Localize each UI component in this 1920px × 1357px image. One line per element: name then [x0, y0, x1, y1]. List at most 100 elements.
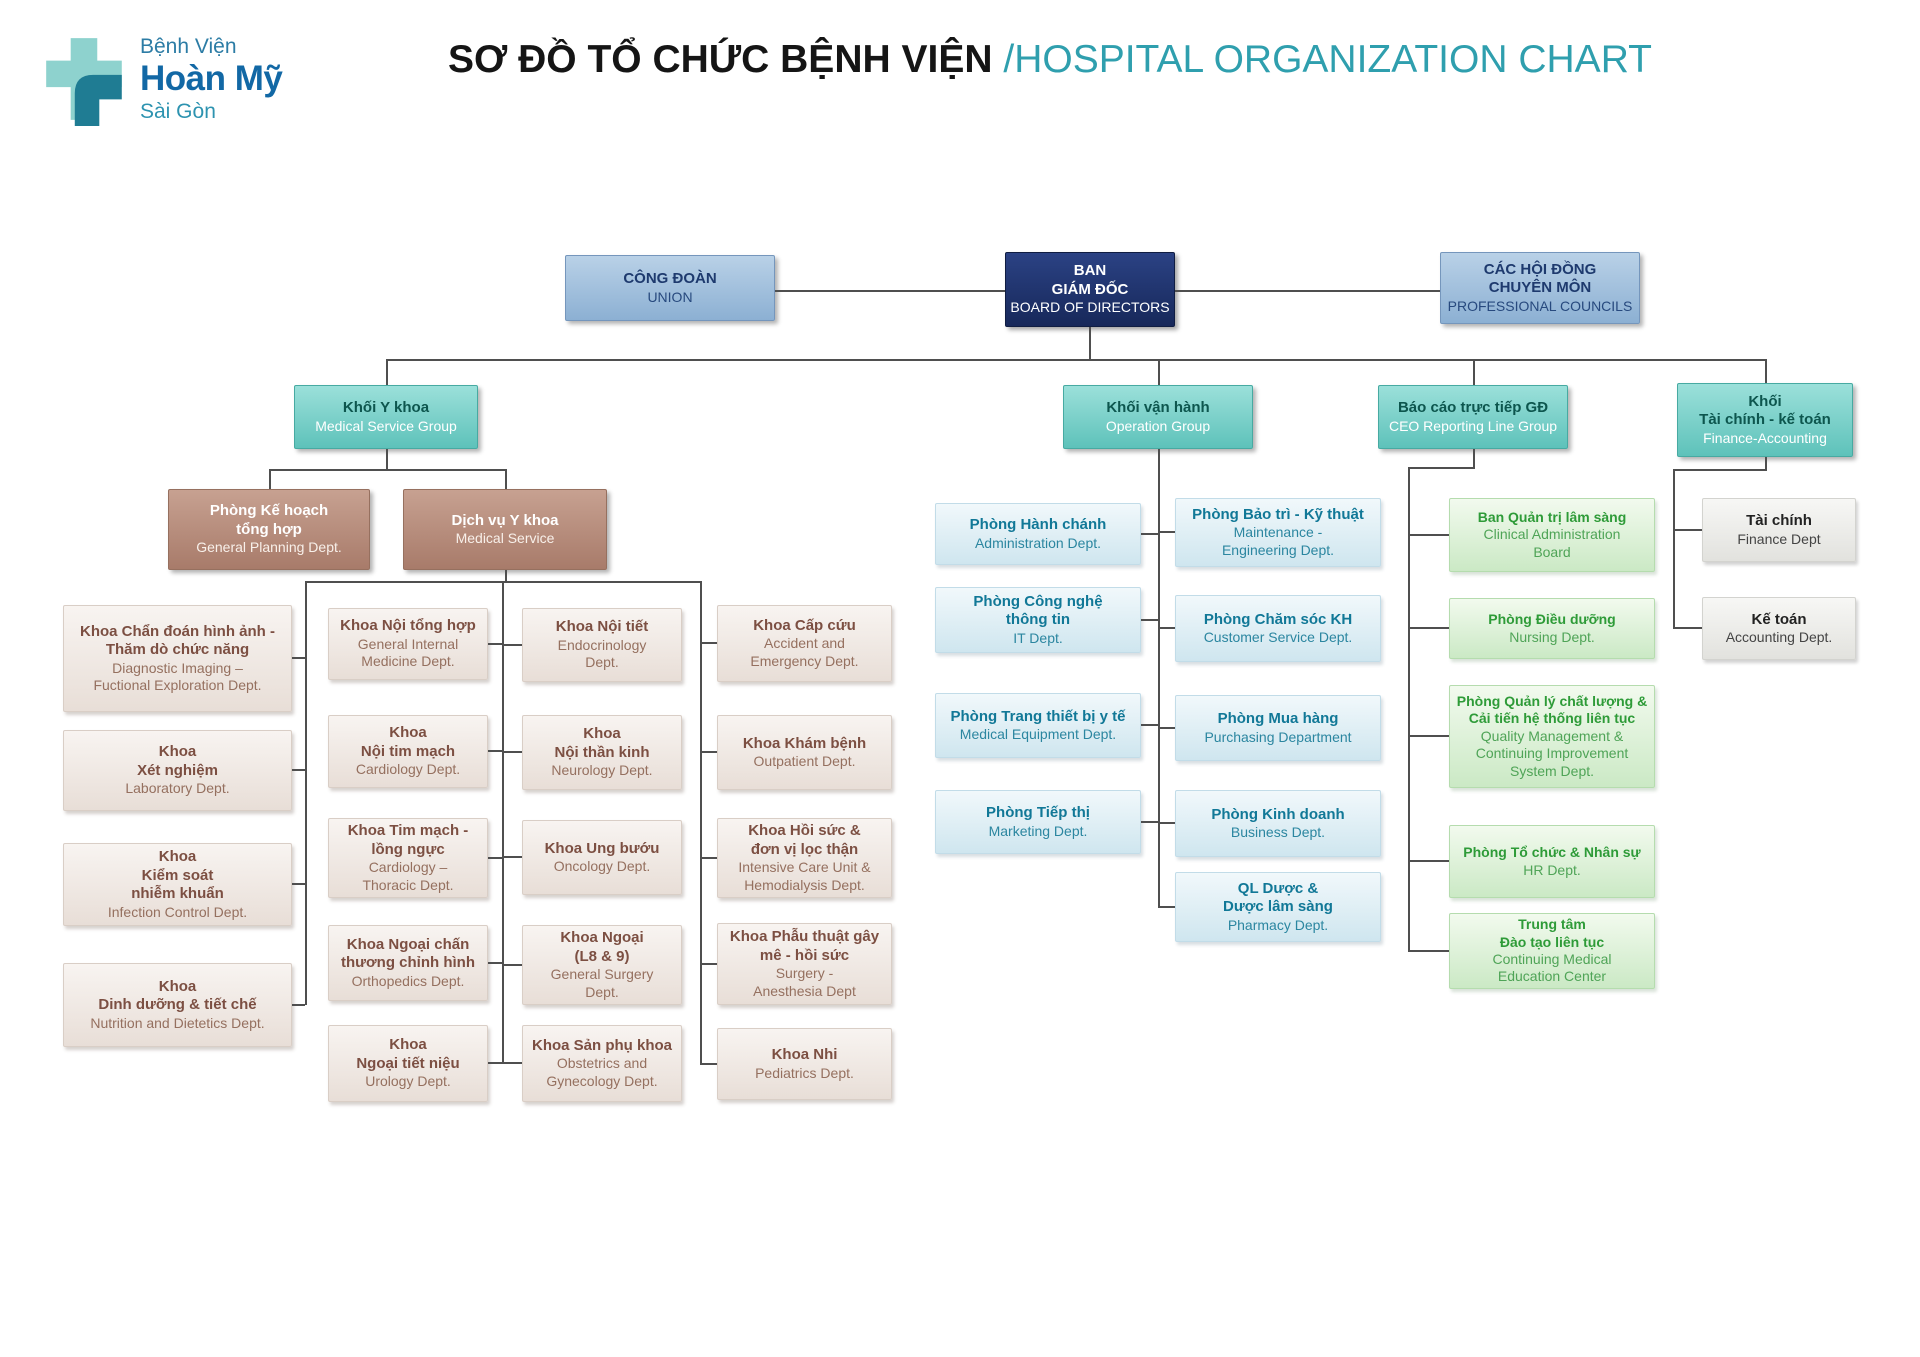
vn-label: Khoa Nội tổng hợp [340, 617, 476, 635]
connector-line [1141, 533, 1158, 535]
vn-label: Phòng Bảo trì - Kỹ thuật [1192, 505, 1364, 523]
org-box-accident-emergency: Khoa Cấp cứu Accident and Emergency Dept… [717, 605, 892, 682]
org-box-pediatrics: Khoa Nhi Pediatrics Dept. [717, 1028, 892, 1100]
org-box-icu-hemodialysis: Khoa Hồi sức & đơn vị lọc thận Intensive… [717, 818, 892, 898]
en-label: Obstetrics and Gynecology Dept. [546, 1055, 658, 1089]
en-label: Accounting Dept. [1725, 629, 1833, 646]
connector-line [1158, 627, 1175, 629]
org-box-cardiology: Khoa Nội tim mạch Cardiology Dept. [328, 715, 488, 788]
vn-label: CÔNG ĐOÀN [623, 270, 717, 288]
org-box-purchasing: Phòng Mua hàng Purchasing Department [1175, 695, 1381, 761]
vn-label: QL Dược & Dược lâm sàng [1223, 879, 1333, 916]
connector-line [488, 643, 502, 645]
org-box-infection-control: Khoa Kiểm soát nhiễm khuẩn Infection Con… [63, 843, 292, 926]
vn-label: Khoa Nhi [771, 1046, 838, 1064]
connector-line [1141, 821, 1158, 823]
org-box-board-of-directors: BAN GIÁM ĐỐC BOARD OF DIRECTORS [1005, 252, 1175, 327]
connector-line [1765, 457, 1767, 471]
en-label: Clinical Administration Board [1483, 526, 1621, 560]
en-label: Medical Service [455, 530, 555, 547]
connector-line [700, 857, 717, 859]
en-label: Laboratory Dept. [125, 780, 230, 797]
vn-label: Khoa Chẩn đoán hình ảnh - Thăm dò chức n… [80, 622, 275, 659]
en-label: Customer Service Dept. [1203, 629, 1353, 646]
org-box-pharmacy: QL Dược & Dược lâm sàng Pharmacy Dept. [1175, 872, 1381, 942]
en-label: Intensive Care Unit & Hemodialysis Dept. [738, 859, 871, 893]
en-label: Urology Dept. [365, 1073, 451, 1090]
en-label: Operation Group [1105, 417, 1211, 434]
vn-label: Phòng Kế hoạch tổng hợp [209, 502, 329, 538]
connector-line [1158, 531, 1175, 533]
vn-label: Khối Y khoa [342, 399, 430, 417]
vn-label: Khoa Hồi sức & đơn vị lọc thận [748, 822, 861, 858]
vn-label: Khoa Sản phụ khoa [531, 1036, 672, 1054]
en-label: Maintenance - Engineering Dept. [1221, 524, 1335, 558]
connector-line [1408, 950, 1449, 952]
connector-line [505, 469, 507, 489]
connector-line [488, 1062, 502, 1064]
connector-line [1673, 469, 1767, 471]
org-box-general-planning: Phòng Kế hoạch tổng hợp General Planning… [168, 489, 370, 570]
org-box-oncology: Khoa Ung bướu Oncology Dept. [522, 820, 682, 895]
en-label: Oncology Dept. [553, 858, 651, 875]
vn-label: Khoa Ngoại (L8 & 9) [560, 929, 644, 965]
connector-line [1158, 906, 1175, 908]
vn-label: Phòng Chăm sóc KH [1203, 610, 1353, 628]
en-label: Nursing Dept. [1509, 628, 1595, 645]
connector-line [1673, 469, 1675, 628]
page-title-vn: SƠ ĐỒ TỔ CHỨC BỆNH VIỆN [448, 38, 1004, 81]
en-label: Cardiology – Thoracic Dept. [362, 859, 454, 893]
connector-line [1473, 359, 1475, 385]
connector-line [1158, 727, 1175, 729]
connector-line [1141, 724, 1158, 726]
org-box-diagnostic-imaging: Khoa Chẩn đoán hình ảnh - Thăm dò chức n… [63, 605, 292, 712]
connector-line [488, 857, 502, 859]
org-box-business: Phòng Kinh doanh Business Dept. [1175, 790, 1381, 857]
connector-line [502, 964, 522, 966]
en-label: Pharmacy Dept. [1227, 916, 1329, 933]
en-label: Finance-Accounting [1703, 429, 1827, 446]
connector-line [1673, 529, 1702, 531]
en-label: General Planning Dept. [196, 539, 342, 556]
en-label: Endocrinology Dept. [557, 636, 647, 671]
org-box-finance-accounting-group: Khối Tài chính - kế toán Finance-Account… [1677, 383, 1853, 457]
org-box-it: Phòng Công nghệ thông tin IT Dept. [935, 587, 1141, 653]
vn-label: Phòng Trang thiết bị y tế [950, 707, 1126, 725]
logo-line-hoan-my: Hoàn Mỹ [140, 59, 283, 98]
connector-line [386, 359, 1765, 361]
connector-line [505, 570, 507, 583]
org-box-administration: Phòng Hành chánh Administration Dept. [935, 503, 1141, 565]
en-label: Cardiology Dept. [355, 761, 461, 778]
vn-label: Khoa Dinh dưỡng & tiết chế [98, 977, 257, 1014]
en-label: Marketing Dept. [988, 822, 1088, 839]
connector-line [1408, 534, 1449, 536]
connector-line [269, 469, 271, 489]
connector-line [700, 1063, 717, 1065]
vn-label: Khoa Nội thần kinh [554, 725, 650, 761]
en-label: BOARD OF DIRECTORS [1010, 299, 1170, 316]
vn-label: Phòng Điều dưỡng [1488, 611, 1616, 628]
connector-line [1089, 327, 1091, 360]
connector-line [502, 644, 522, 646]
en-label: Outpatient Dept. [753, 753, 856, 770]
en-label: Surgery - Anesthesia Dept [753, 965, 856, 999]
connector-line [386, 359, 388, 385]
connector-line [488, 962, 502, 964]
connector-line [700, 751, 717, 753]
org-box-endocrinology: Khoa Nội tiết Endocrinology Dept. [522, 608, 682, 682]
en-label: Infection Control Dept. [107, 903, 248, 920]
connector-line [1765, 359, 1767, 383]
page-title-en: /HOSPITAL ORGANIZATION CHART [1003, 38, 1652, 81]
connector-line [1158, 449, 1160, 907]
org-box-surgery-anesthesia: Khoa Phẫu thuật gây mê - hồi sức Surgery… [717, 923, 892, 1005]
en-label: General Surgery Dept. [550, 966, 654, 1000]
connector-line [502, 1062, 522, 1064]
org-box-laboratory: Khoa Xét nghiệm Laboratory Dept. [63, 730, 292, 811]
connector-line [775, 290, 1005, 292]
org-box-continuing-education: Trung tâm Đào tạo liên tục Continuing Me… [1449, 913, 1655, 989]
vn-label: Khối vận hành [1106, 399, 1210, 417]
org-box-cardiology-thoracic: Khoa Tim mạch - lồng ngực Cardiology – T… [328, 818, 488, 898]
connector-line [1158, 359, 1160, 385]
org-box-orthopedics: Khoa Ngoại chấn thương chỉnh hình Orthop… [328, 925, 488, 1001]
